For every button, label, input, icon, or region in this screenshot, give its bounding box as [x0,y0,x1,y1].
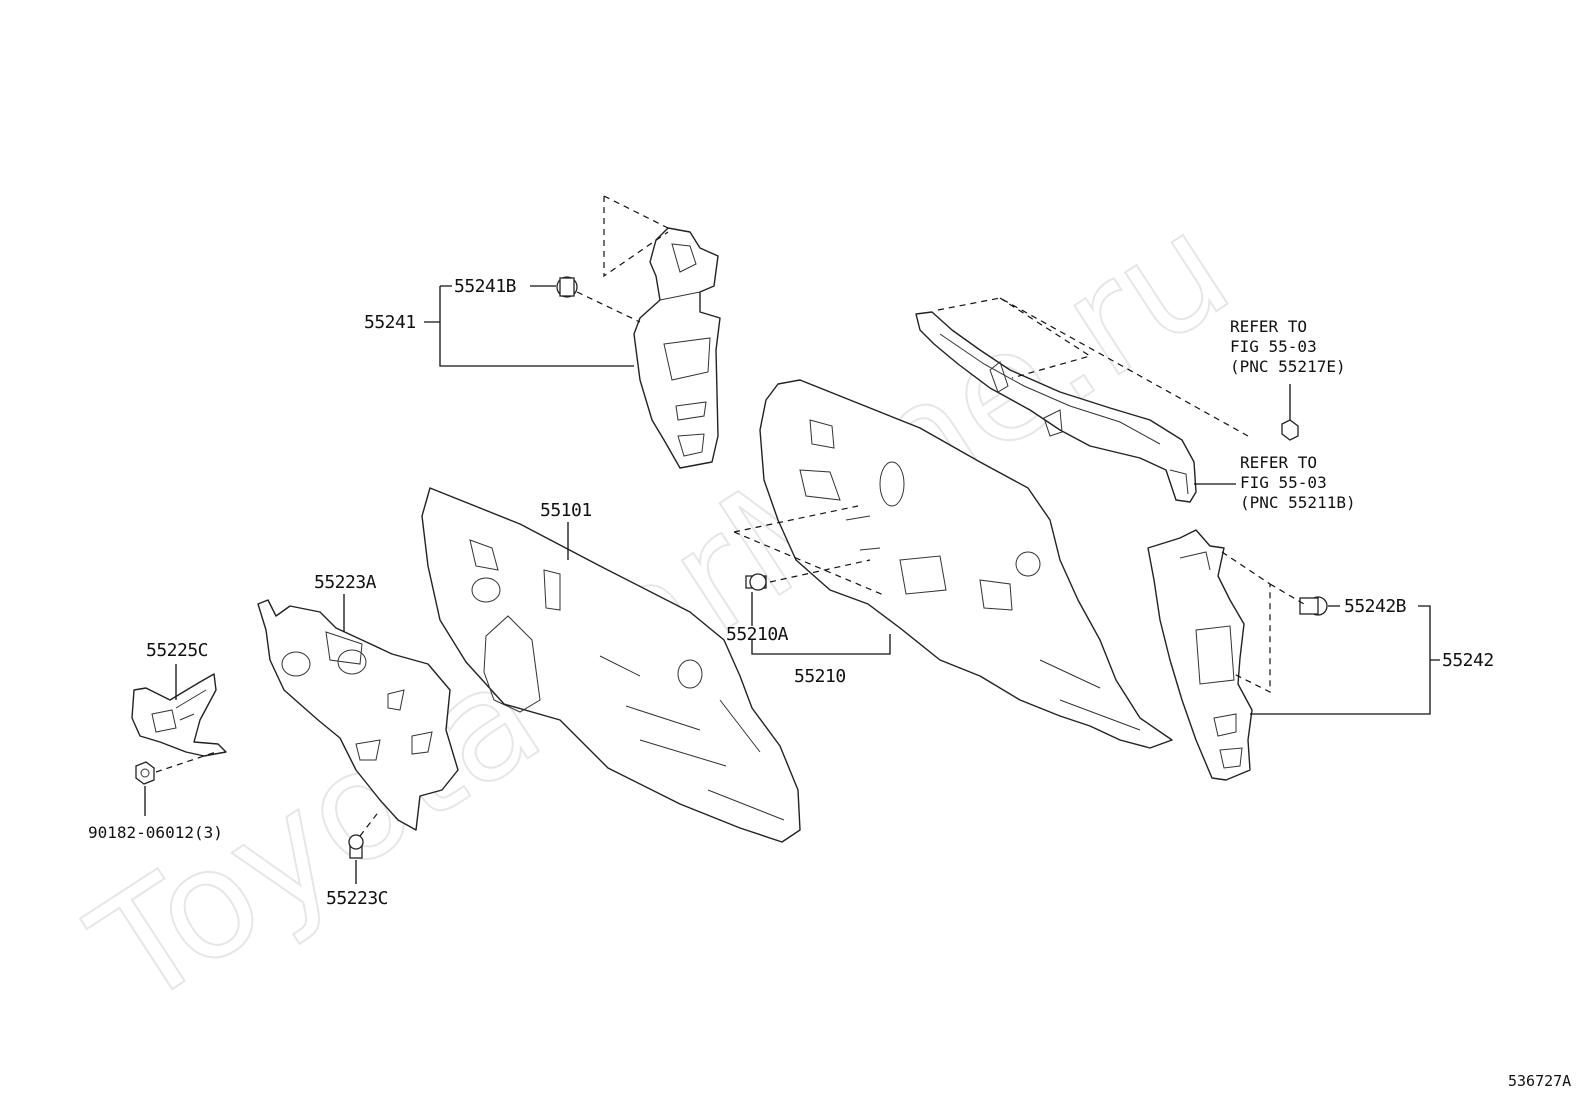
ref2-line2: FIG 55-03 [1240,473,1327,492]
label-55225c: 55225C [146,640,208,661]
part-55242-shape[interactable] [1147,529,1253,781]
figure-code: 536727A [1508,1072,1571,1090]
guide-55223c [359,809,381,837]
guide-55242 [1221,551,1305,693]
clip-55210a[interactable] [745,573,767,591]
part-55210-shape[interactable] [759,379,1173,749]
guide-55210 [733,505,887,597]
guide-55241b [576,291,641,323]
label-55210: 55210 [794,666,846,687]
ref2-line1: REFER TO [1240,453,1317,472]
leader-55210 [751,634,891,655]
clip-55223c[interactable] [348,834,364,859]
ref2-line3: (PNC 55211B) [1240,493,1356,512]
part-55223a-shape[interactable] [257,599,459,831]
guide-55241-top [603,195,669,278]
label-90182: 90182-06012(3) [88,823,223,842]
label-55242: 55242 [1442,650,1494,671]
part-55101-shape[interactable] [421,487,801,843]
leader-55242b [1250,605,1440,715]
ref1-line3: (PNC 55217E) [1230,357,1346,376]
clip-55217e[interactable] [1281,419,1299,441]
nut-90182[interactable] [135,761,155,785]
guide-cowl [937,297,1249,437]
label-55101: 55101 [540,500,592,521]
part-55225c-shape[interactable] [131,673,227,757]
leader-55241 [424,285,634,367]
label-55241b: 55241B [454,276,516,297]
clip-55242b[interactable] [1299,596,1328,616]
label-55210a: 55210A [726,624,789,645]
label-55223a: 55223A [314,572,377,593]
ref1-line2: FIG 55-03 [1230,337,1317,356]
cowl-panel-shape[interactable] [915,311,1197,503]
label-55223c: 55223C [326,888,388,909]
label-55242b: 55242B [1344,596,1406,617]
clip-55241b[interactable] [556,276,578,298]
label-55241: 55241 [364,312,416,333]
ref1-line1: REFER TO [1230,317,1307,336]
part-55241-shape[interactable] [633,227,721,469]
